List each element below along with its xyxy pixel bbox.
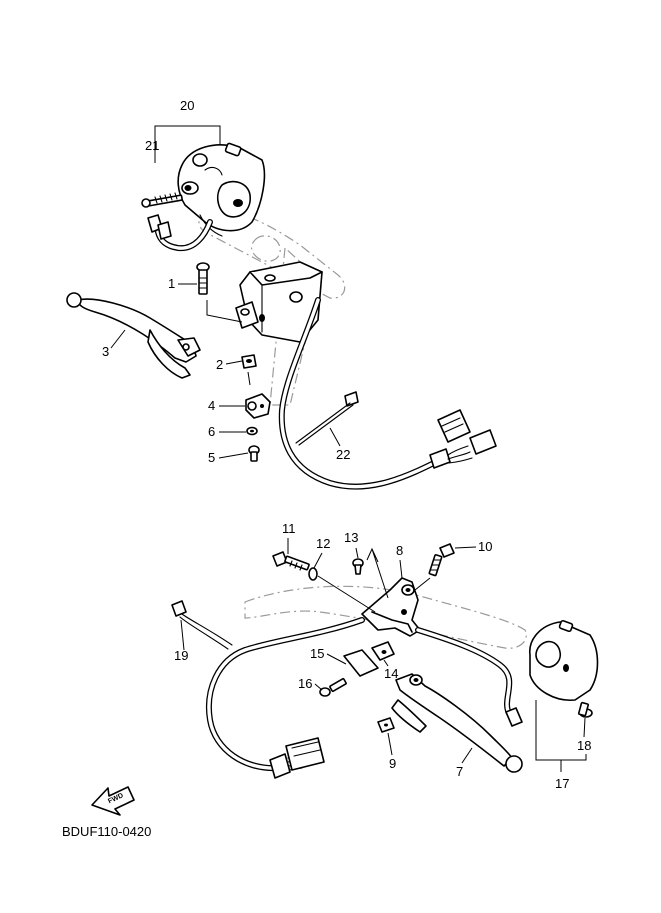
bolt-10 [428,543,455,577]
callout-3: 3 [102,344,109,359]
cable-tie-upper [295,391,359,446]
lower-wire-harness [206,617,365,779]
switch-wire-upper [147,214,213,252]
handlebar-switch-lower [529,619,599,701]
master-cylinder [235,261,323,343]
collar-2 [241,354,257,369]
callout-17: 17 [555,776,569,791]
collar-9 [377,717,395,733]
callout-9: 9 [389,756,396,771]
callout-12: 12 [316,536,330,551]
callout-8: 8 [396,543,403,558]
callout-7: 7 [456,764,463,779]
callout-6: 6 [208,424,215,439]
screw-13 [352,558,364,575]
screw-18 [577,701,593,718]
callout-13: 13 [344,530,358,545]
upper-callouts: 20 21 1 3 2 4 6 5 22 [102,98,350,465]
cable-tie-lower [171,600,233,650]
upper-wire-harness [278,297,497,490]
switch-wire-lower [415,627,523,727]
callout-21: 21 [145,138,159,153]
callout-14: 14 [384,666,398,681]
clutch-switch-15 [343,641,395,677]
callout-4: 4 [208,398,215,413]
callout-16: 16 [298,676,312,691]
callout-15: 15 [310,646,324,661]
callout-10: 10 [478,539,492,554]
diagram-code: BDUF110-0420 [62,824,151,839]
callout-22: 22 [336,447,350,462]
callout-18: 18 [577,738,591,753]
callout-2: 2 [216,357,223,372]
handlebar-switch-upper [177,142,266,237]
callout-19: 19 [174,648,188,663]
callout-5: 5 [208,450,215,465]
callout-20: 20 [180,98,194,113]
lower-callouts: 11 12 13 8 10 19 15 14 16 9 7 18 17 [174,521,591,791]
clutch-lever-7 [391,673,523,773]
screw-5 [248,445,260,462]
screw-21 [141,192,183,208]
callout-11: 11 [282,521,296,536]
forward-direction-arrow-icon: FWD [91,786,135,816]
brake-lever-upper [66,292,201,379]
screw-16 [319,677,347,697]
washer-12 [308,567,318,581]
callout-1: 1 [168,276,175,291]
bolt-11 [272,551,310,571]
front-brake-switch-4 [245,393,271,419]
lever-holder-8 [361,577,421,637]
bolt-1 [196,262,210,295]
washer-6 [246,426,258,436]
